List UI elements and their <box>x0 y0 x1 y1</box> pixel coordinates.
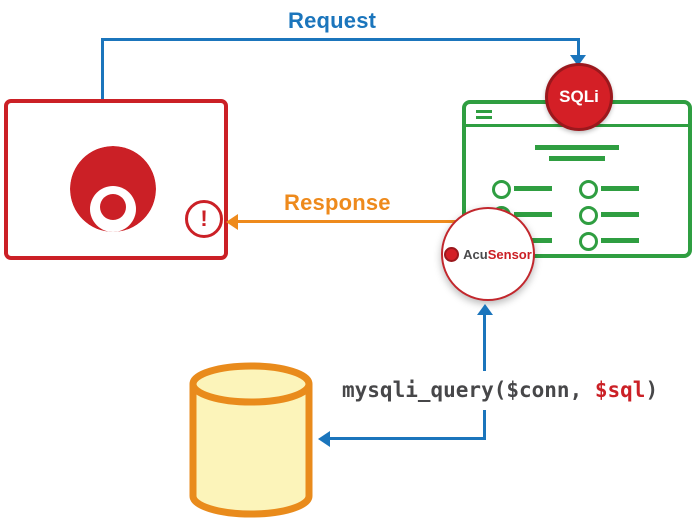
request-label: Request <box>288 8 377 33</box>
acusensor-badge: AcuSensor <box>441 207 535 301</box>
acusensor-label-sensor: Sensor <box>487 246 532 262</box>
form-item-line <box>601 238 639 243</box>
acusensor-logo-icon <box>444 246 460 262</box>
page-title-line-2 <box>549 156 605 161</box>
form-item-bullet <box>579 232 598 251</box>
form-item-line <box>601 186 639 191</box>
db-arrowhead-left-icon <box>318 431 330 447</box>
code-prefix: mysqli_query($conn, <box>342 378 595 402</box>
form-item-line <box>514 186 552 191</box>
code-var-sql: $sql <box>594 378 646 402</box>
db-arrow-line-vertical <box>483 410 486 440</box>
request-arrowhead-down-icon <box>570 55 586 66</box>
response-arrow-line <box>237 220 459 223</box>
acusensor-label: AcuSensor <box>463 247 532 262</box>
page-title-line-1 <box>535 145 619 150</box>
acunetix-logo-icon <box>70 146 156 232</box>
code-snippet: mysqli_query($conn, $sql) <box>342 378 658 402</box>
response-label: Response <box>284 190 391 215</box>
form-item-line <box>514 212 552 217</box>
response-arrowhead-left-icon <box>226 214 238 230</box>
sqli-badge-label: SQLi <box>559 87 599 106</box>
code-suffix: ) <box>645 378 659 402</box>
request-arrow-line-top <box>101 38 580 41</box>
browser-menu-line-1 <box>476 110 492 113</box>
request-arrow-line-left <box>101 38 104 100</box>
acunetix-logo-dot <box>100 194 126 220</box>
alert-badge: ! <box>185 200 223 238</box>
acusensor-label-acu: Acu <box>463 246 488 262</box>
database-icon <box>189 362 313 518</box>
alert-badge-label: ! <box>200 206 208 231</box>
db-arrow-line-horizontal <box>329 437 486 440</box>
browser-menu-line-2 <box>476 116 492 119</box>
form-item-bullet <box>579 206 598 225</box>
form-item-bullet <box>579 180 598 199</box>
form-item-bullet <box>492 180 511 199</box>
form-item-line <box>601 212 639 217</box>
request-arrow-line-right <box>577 38 580 58</box>
sensor-arrowhead-up-icon <box>477 304 493 315</box>
sensor-arrow-line <box>483 313 486 371</box>
sqli-badge: SQLi <box>545 63 613 131</box>
